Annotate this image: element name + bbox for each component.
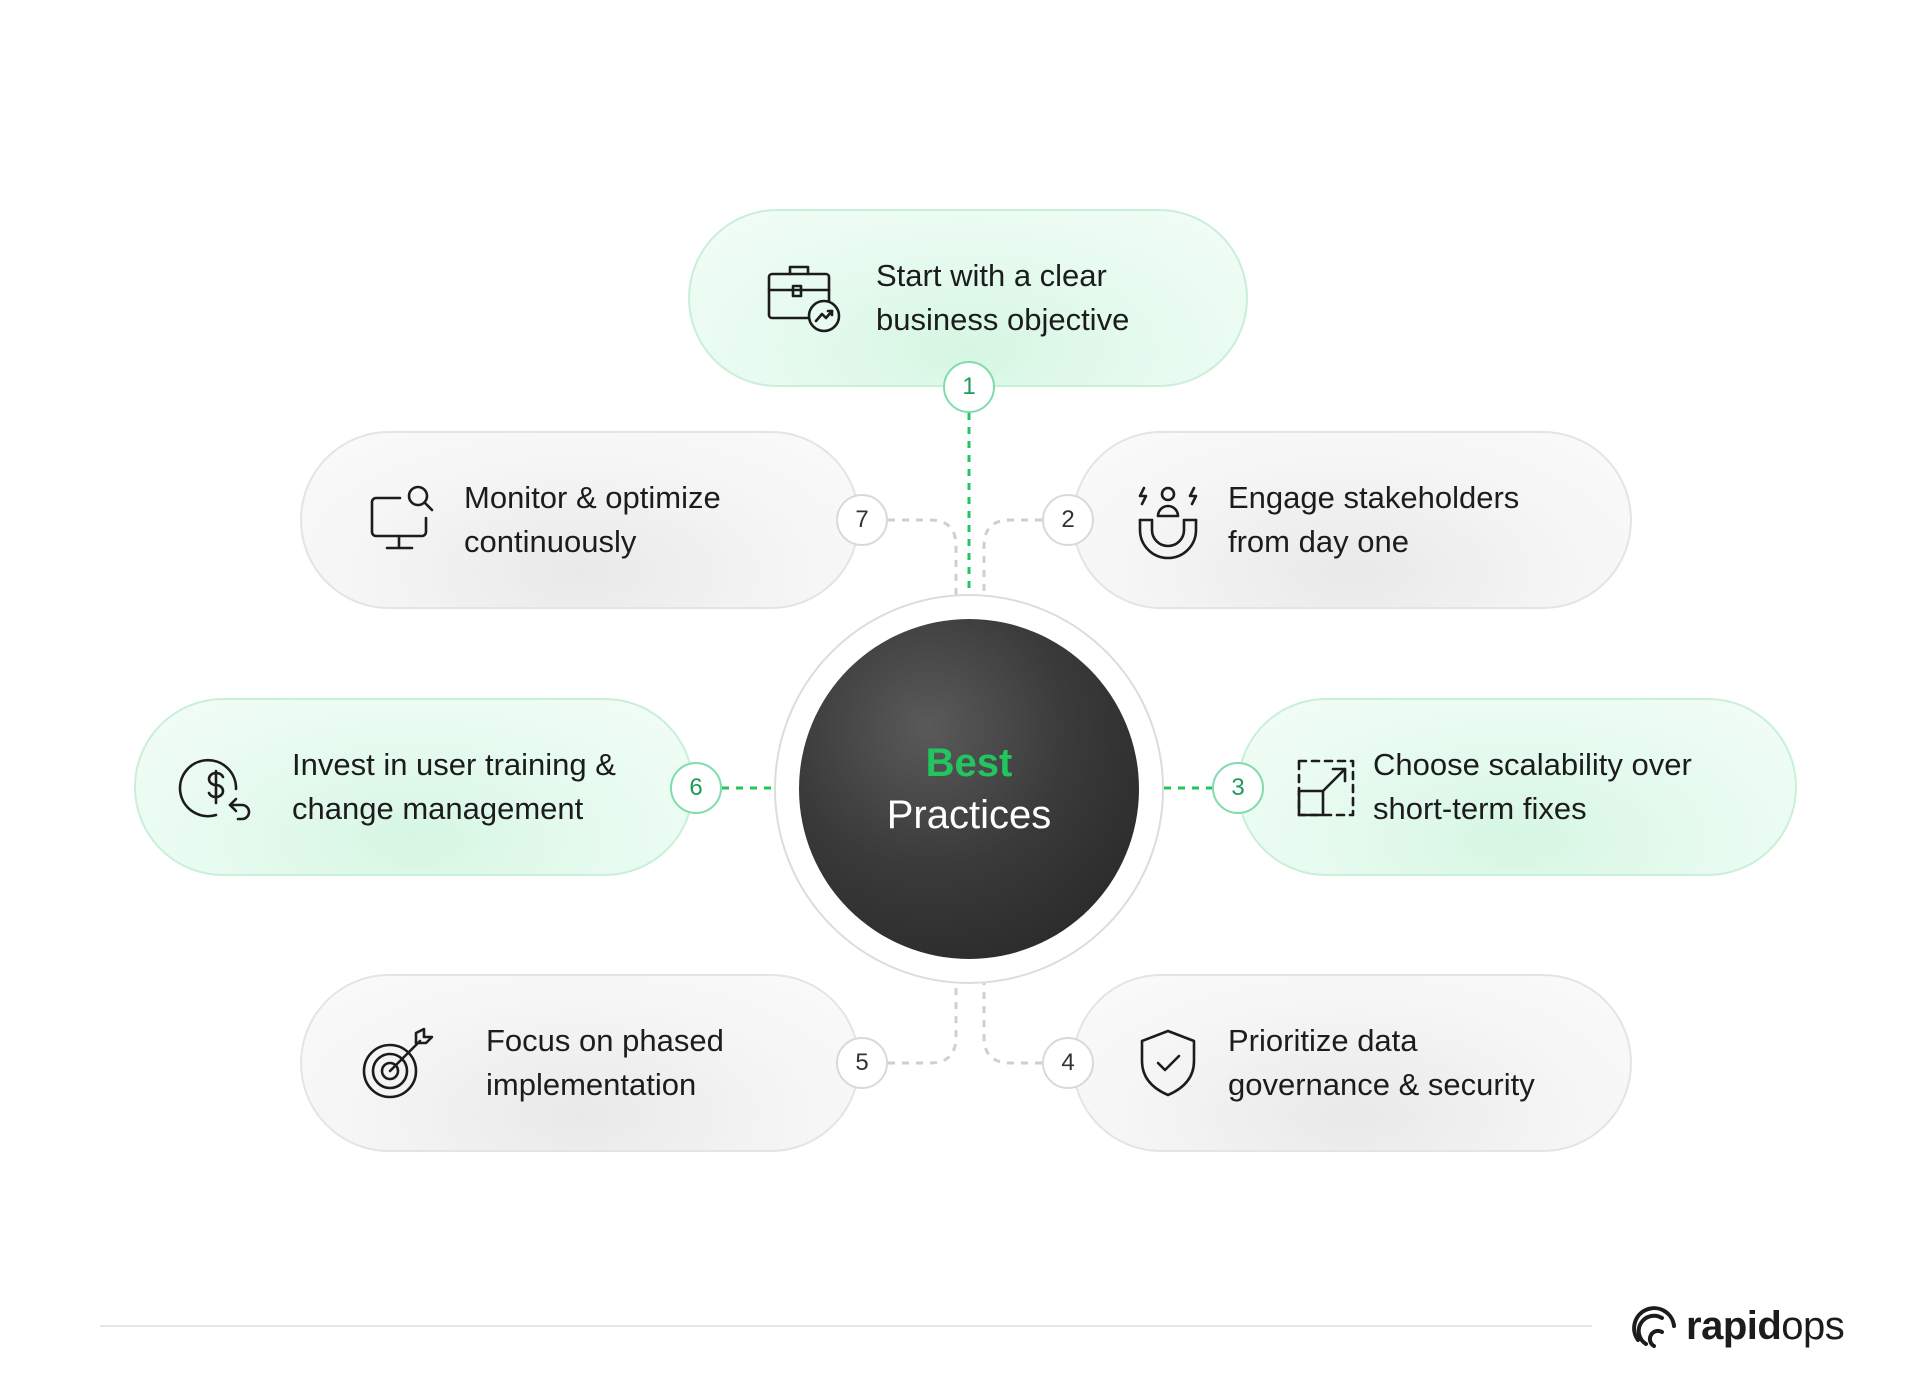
practice-card-1: Start with a clear business objective xyxy=(688,209,1248,387)
shield-check-icon xyxy=(1130,1023,1210,1103)
magnet-people-icon xyxy=(1130,480,1210,560)
target-arrow-icon xyxy=(358,1023,438,1103)
practice-text-4: Prioritize data governance & security xyxy=(1228,1023,1535,1102)
badge-4: 4 xyxy=(1042,1037,1094,1089)
briefcase-growth-icon xyxy=(764,258,844,338)
practice-card-6: Invest in user training & change managem… xyxy=(134,698,694,876)
scale-expand-icon xyxy=(1289,747,1369,827)
badge-3: 3 xyxy=(1212,762,1264,814)
practice-text-3: Choose scalability over short-term fixes xyxy=(1373,747,1692,826)
center-title: Practices xyxy=(886,793,1052,837)
practice-text-5: Focus on phased implementation xyxy=(486,1023,724,1102)
center-title-accent: Best xyxy=(925,741,1013,785)
rapidops-logo-icon xyxy=(1632,1306,1676,1348)
monitor-search-icon xyxy=(362,480,442,560)
center-circle: Best Practices xyxy=(799,619,1139,959)
practice-text-7: Monitor & optimize continuously xyxy=(464,480,721,559)
practice-card-5: Focus on phased implementation xyxy=(300,974,860,1152)
practice-text-2: Engage stakeholders from day one xyxy=(1228,480,1520,559)
logo-wordmark: rapidops xyxy=(1686,1303,1845,1348)
practice-card-2: Engage stakeholders from day one xyxy=(1072,431,1632,609)
badge-6: 6 xyxy=(670,762,722,814)
practice-text-6: Invest in user training & change managem… xyxy=(292,747,616,826)
dollar-cycle-icon xyxy=(178,747,258,827)
rapidops-logo: rapidops xyxy=(1630,1296,1845,1356)
badge-1: 1 xyxy=(943,361,995,413)
badge-2: 2 xyxy=(1042,494,1094,546)
footer-divider xyxy=(100,1325,1592,1327)
practice-card-7: Monitor & optimize continuously xyxy=(300,431,860,609)
badge-5: 5 xyxy=(836,1037,888,1089)
badge-7: 7 xyxy=(836,494,888,546)
practice-card-3: Choose scalability over short-term fixes xyxy=(1237,698,1797,876)
practice-card-4: Prioritize data governance & security xyxy=(1072,974,1632,1152)
practice-text-1: Start with a clear business objective xyxy=(876,258,1130,337)
